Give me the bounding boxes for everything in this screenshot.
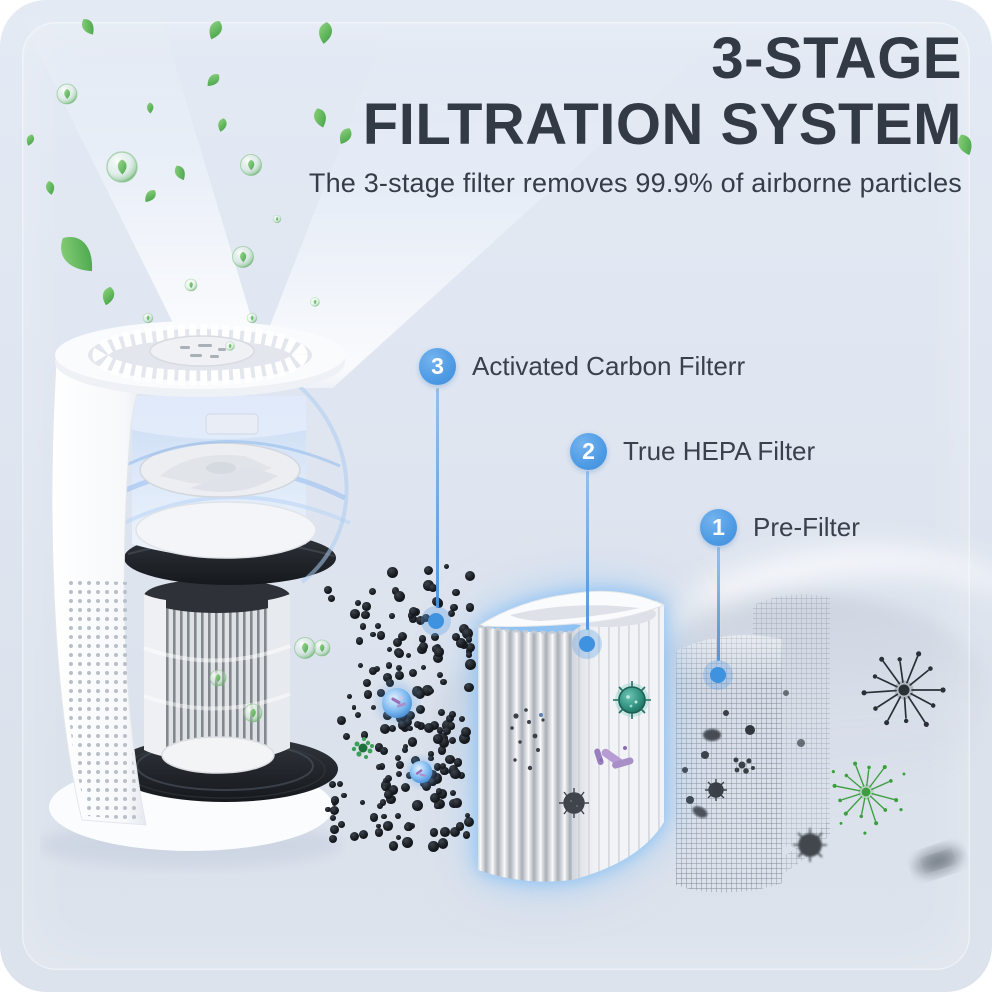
leader-line-3 xyxy=(435,388,439,608)
perforated-panel xyxy=(64,580,142,821)
stage-label: Pre-Filter xyxy=(753,512,860,542)
header: 3-STAGE FILTRATION SYSTEM The 3-stage fi… xyxy=(309,26,962,199)
leader-line-2 xyxy=(586,471,589,630)
control-disc xyxy=(149,335,255,367)
callout-stage-2: 2 True HEPA Filter xyxy=(570,433,815,470)
hepa-pleats-front xyxy=(478,626,572,882)
interior-vent xyxy=(205,413,259,435)
inner-filter-cylinder xyxy=(143,579,291,774)
fan-impeller xyxy=(139,442,301,498)
title-line-2: FILTRATION SYSTEM xyxy=(362,92,962,158)
carbon-granules xyxy=(324,558,476,860)
stage-number-badge: 2 xyxy=(570,433,607,470)
mesh-front-panel xyxy=(676,635,830,893)
top-cap xyxy=(55,321,345,397)
outer-shell xyxy=(51,363,151,826)
stage-number-badge: 3 xyxy=(419,348,456,385)
title-line-1: 3-STAGE xyxy=(711,26,962,91)
page-subtitle: The 3-stage filter removes 99.9% of airb… xyxy=(308,168,962,199)
trapped-bacteria-particle xyxy=(594,746,634,769)
inner-cap xyxy=(161,736,275,774)
leader-dot-3 xyxy=(421,606,451,636)
cutaway-interior xyxy=(98,378,351,584)
leader-dot-2 xyxy=(572,629,602,659)
air-purifier-illustration xyxy=(40,321,351,868)
callout-stage-1: 1 Pre-Filter xyxy=(700,509,860,546)
leader-dot-1 xyxy=(703,660,733,690)
stage-label: Activated Carbon Filterr xyxy=(472,351,746,381)
stage-label: True HEPA Filter xyxy=(623,436,816,466)
trapped-dust-particles xyxy=(682,690,827,862)
control-marks xyxy=(180,344,226,358)
fan-bowl xyxy=(135,501,317,559)
stage-number-badge: 1 xyxy=(700,509,737,546)
page-title: 3-STAGE FILTRATION SYSTEM xyxy=(309,26,962,158)
callout-stage-3: 3 Activated Carbon Filterr xyxy=(419,348,745,385)
trapped-virus-particle xyxy=(613,681,651,719)
trapped-specks xyxy=(510,708,545,771)
leader-line-1 xyxy=(716,547,720,661)
pre-filter-media xyxy=(676,594,830,893)
hepa-filter-media xyxy=(476,590,666,882)
fan-grille xyxy=(92,324,308,386)
trapped-pollen-particle xyxy=(559,788,589,818)
